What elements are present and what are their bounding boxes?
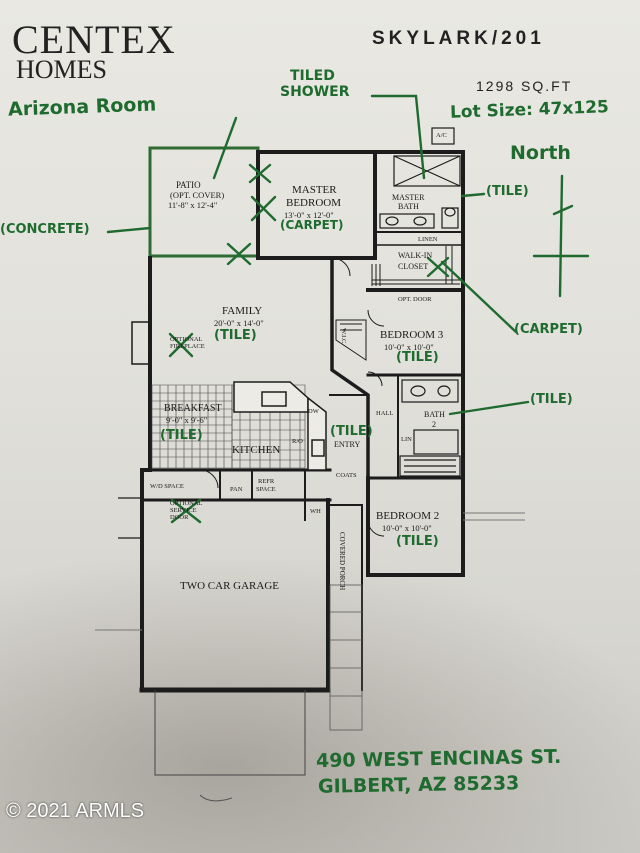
entry-label: ENTRY [334, 440, 361, 449]
master-bedroom-label: MASTER [292, 184, 337, 196]
model-name: SKYLARK/201 [372, 28, 545, 49]
opt-door-label: OPT. DOOR [398, 296, 432, 303]
x-mark-fireplace [168, 332, 194, 358]
bedroom-wing-walls [366, 288, 465, 577]
walk-in-closet-label: WALK-IN [398, 251, 433, 260]
master-bath-label: MASTER [392, 193, 425, 202]
logo-homes: HOMES [16, 55, 108, 84]
fireplace-label: OPTIONAL FIREPLACE [170, 336, 205, 350]
bedroom2-dims: 10'-0" x 10'-0" [382, 523, 432, 533]
logo-centex: CENTEX [12, 17, 176, 62]
lot-lines [95, 512, 525, 631]
entry-tile-note: (TILE) [330, 424, 373, 439]
copyright-watermark: © 2021 ARMLS [6, 800, 145, 822]
x-mark-service-door [170, 498, 202, 524]
lin-label: LIN [401, 436, 412, 443]
service-door-label: OPTIONAL SERVICE DOOR [170, 500, 203, 521]
covered-porch-label: COVERED PORCH [338, 532, 346, 591]
breakfast-tile-grid [151, 384, 233, 469]
patio-dims: 11'-8" x 12'-4" [168, 200, 218, 210]
bedroom3-dims: 10'-0" x 10'-0" [384, 342, 434, 352]
closet-carpet-note: (CARPET) [514, 322, 583, 337]
bath2-label: BATH [424, 410, 445, 419]
photo-shadow [0, 560, 640, 853]
garage-label: TWO CAR GARAGE [180, 580, 279, 592]
fireplace [131, 321, 151, 365]
marker-strokes [106, 94, 590, 524]
address-line2: GILBERT, AZ 85233 [317, 772, 520, 798]
bath2-fixtures [399, 379, 461, 477]
master-bedroom-label-2: BEDROOM [286, 197, 342, 209]
north-note: North [510, 142, 571, 164]
breakfast-label: BREAKFAST [164, 403, 222, 414]
bedroom3-tile-note: (TILE) [396, 350, 439, 365]
closet-shelving [335, 246, 460, 361]
ac-label: A/C [436, 132, 447, 139]
breakfast-tile-note: (TILE) [160, 428, 203, 443]
wd-space-label: W/D SPACE [150, 483, 184, 490]
driveway [154, 690, 306, 776]
north-arrow [558, 174, 564, 298]
family-label: FAMILY [222, 305, 263, 317]
address-line1: 490 WEST ENCINAS ST. [315, 745, 562, 773]
patio-note: (OPT. COVER) [170, 190, 225, 200]
dw-label: DW [308, 408, 319, 415]
master-carpet-note: (CARPET) [280, 218, 344, 232]
master-bedroom-walls [256, 150, 377, 260]
tiled-shower-note-2: SHOWER [280, 84, 350, 100]
hall-label: HALL [376, 410, 394, 417]
bedroom2-tile-note: (TILE) [396, 534, 439, 549]
bedroom3-label: BEDROOM 3 [380, 329, 444, 341]
master-bath-fixtures [379, 127, 461, 229]
bath2-label-2: 2 [432, 420, 436, 429]
wh-label: WH [310, 508, 321, 515]
refr-label: REFR [258, 478, 275, 485]
pan-label: PAN [230, 486, 243, 493]
kitchen-label: KITCHEN [232, 444, 281, 456]
master-bath-label-2: BATH [398, 202, 419, 211]
concrete-note: (CONCRETE) [0, 222, 90, 237]
master-bath-tile-note: (TILE) [486, 184, 529, 199]
linen-label: LINEN [418, 236, 438, 243]
door-swings [199, 257, 385, 537]
bedroom2-label: BEDROOM 2 [376, 510, 440, 522]
bath2-tile-note: (TILE) [530, 392, 573, 407]
kitchen-counters [233, 381, 327, 471]
porch-pavers [329, 584, 363, 731]
tiled-shower-note: TILED [290, 68, 335, 84]
family-tile-note: (TILE) [214, 328, 257, 343]
wic-label: W.I.C. [340, 328, 347, 345]
square-footage: 1298 SQ.FT [476, 78, 573, 94]
coats-label: COATS [336, 472, 357, 479]
family-dims: 20'-0" x 14'-0" [214, 318, 264, 328]
x-mark-master [248, 163, 272, 184]
refr-space-label: SPACE [256, 486, 276, 493]
breakfast-dims: 9'-0" x 9'-6" [166, 415, 208, 425]
walk-in-closet-label-2: CLOSET [398, 262, 429, 271]
patio-label: PATIO [176, 180, 201, 190]
ro-label: R/O [292, 438, 303, 445]
main-left-walls [140, 256, 330, 692]
master-bedroom-dims: 13'-0" x 12'-0" [284, 210, 334, 220]
